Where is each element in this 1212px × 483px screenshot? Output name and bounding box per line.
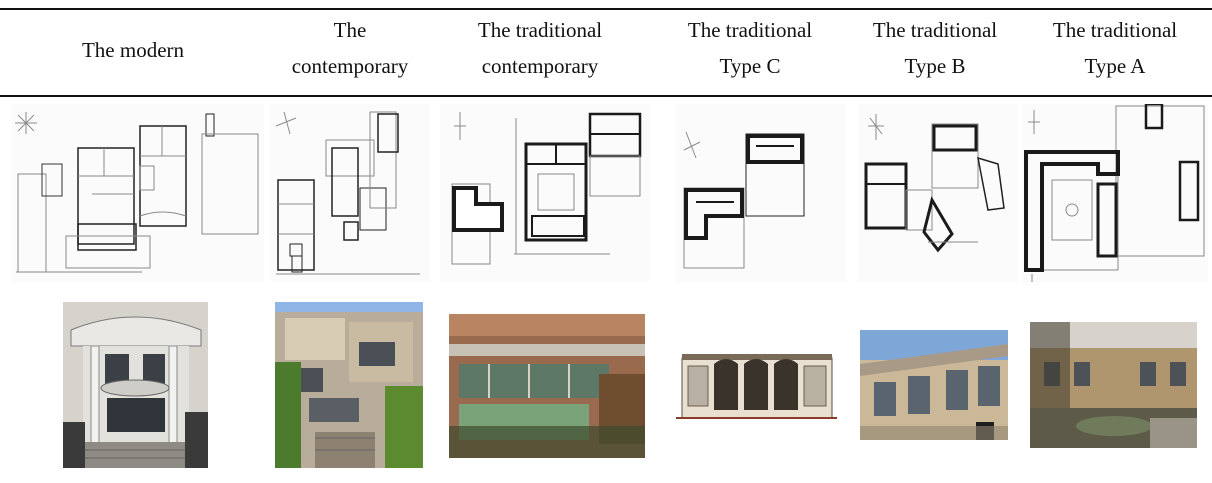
photo-contemporary (275, 302, 423, 468)
header-type-b: The traditional Type B (850, 12, 1020, 92)
header-traditional-contemporary-line1: The traditional (477, 18, 603, 42)
table-header-row: The modern The contemporary The traditio… (0, 12, 1212, 92)
header-contemporary-line2: contemporary (291, 54, 409, 78)
header-contemporary: The contemporary (270, 12, 430, 92)
header-type-b-line2: Type B (904, 54, 966, 78)
floor-plan-contemporary (270, 104, 430, 282)
header-contemporary-line1: The (333, 18, 367, 42)
header-type-b-line1: The traditional (872, 18, 998, 42)
photo-modern (63, 302, 208, 468)
floor-plan-type-c (676, 104, 846, 282)
north-arrow-icon (15, 112, 37, 134)
north-arrow-icon (454, 112, 466, 140)
photo-type-c (674, 350, 839, 424)
floor-plan-traditional-contemporary (440, 104, 650, 282)
north-arrow-icon (1028, 110, 1040, 134)
floor-plan-type-b (858, 104, 1018, 282)
header-traditional-contemporary-line2: contemporary (481, 54, 599, 78)
photo-type-b (860, 330, 1008, 440)
table-top-rule (0, 8, 1212, 10)
table-header-rule (0, 95, 1212, 97)
photo-type-a (1030, 322, 1197, 448)
north-arrow-icon (683, 131, 701, 159)
header-type-c-line2: Type C (719, 54, 781, 78)
north-arrow-icon (868, 114, 884, 140)
header-traditional-contemporary: The traditional contemporary (440, 12, 640, 92)
header-modern-label: The modern (81, 38, 185, 62)
header-type-c: The traditional Type C (660, 12, 840, 92)
floor-plan-modern (12, 104, 264, 282)
header-modern: The modern (48, 32, 218, 112)
photo-traditional-contemporary (449, 314, 645, 458)
header-type-a-line2: Type A (1084, 54, 1146, 78)
floor-plan-type-a (1022, 104, 1208, 282)
north-arrow-icon (275, 111, 297, 135)
header-type-a-line1: The traditional (1052, 18, 1178, 42)
header-type-a: The traditional Type A (1025, 12, 1205, 92)
header-type-c-line1: The traditional (687, 18, 813, 42)
